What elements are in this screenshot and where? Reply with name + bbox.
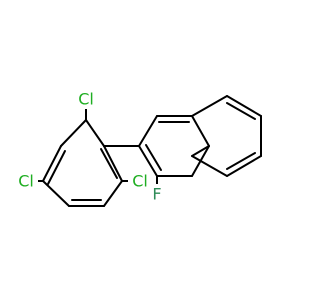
bond: [191, 145, 210, 157]
bond: [226, 102, 256, 120]
bond: [191, 155, 228, 177]
naphthalene-ring-b: [191, 95, 262, 177]
naphthalene-ring-a: [138, 115, 210, 177]
fluorine-label: F: [152, 185, 161, 204]
bond: [103, 180, 123, 207]
phenyl-ring: [42, 119, 123, 207]
atom-label-f: F: [150, 184, 164, 204]
chlorine-label: Cl: [78, 90, 94, 109]
atom-label-cl-top: Cl: [74, 89, 98, 109]
molecule-structure-diagram: Cl Cl Cl F: [14, 89, 262, 207]
bond: [138, 115, 158, 147]
bond: [226, 95, 262, 117]
bond: [191, 115, 210, 147]
chlorine-bonds: [37, 99, 129, 182]
bond: [103, 145, 123, 182]
bond: [42, 145, 62, 182]
bond: [85, 119, 105, 147]
bond: [145, 144, 162, 171]
bond: [42, 180, 70, 207]
chlorine-label: Cl: [18, 172, 34, 191]
bond: [100, 148, 118, 179]
bond: [191, 95, 228, 117]
bond: [226, 155, 262, 177]
bond: [47, 150, 66, 185]
atom-label-cl-right: Cl: [128, 171, 152, 191]
bond: [226, 152, 256, 170]
bond: [60, 119, 87, 147]
chlorine-label: Cl: [132, 172, 148, 191]
bond: [138, 145, 158, 177]
atom-label-cl-left: Cl: [14, 171, 38, 191]
